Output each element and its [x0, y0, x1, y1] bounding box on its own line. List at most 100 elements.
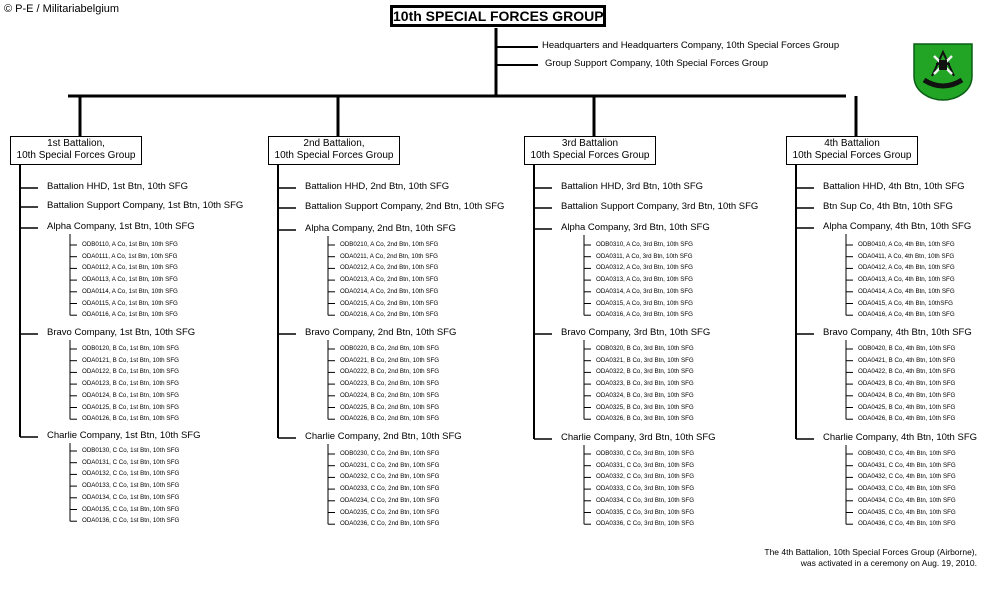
oda-item: ODA0326, B Co, 3rd Btn, 10th SFG [596, 415, 694, 423]
battalion-unit-label: Battalion Support Company, 2nd Btn, 10th… [305, 201, 505, 212]
battalion-unit-label: Battalion Support Company, 3rd Btn, 10th… [561, 201, 759, 212]
battalion-unit-label: Battalion HHD, 1st Btn, 10th SFG [47, 181, 188, 192]
oda-item: ODA0412, A Co, 4th Btn, 10th SFG [858, 264, 955, 272]
oda-item: ODA0121, B Co, 1st Btn, 10th SFG [82, 356, 179, 364]
oda-item: ODA0225, B Co, 2nd Btn, 10th SFG [340, 403, 440, 411]
oda-item: ODB0330, C Co, 3rd Btn, 10th SFG [596, 450, 695, 457]
oda-item: ODB0320, B Co, 3rd Btn, 10th SFG [596, 345, 694, 352]
oda-item: ODA0112, A Co, 1st Btn, 10th SFG [82, 264, 178, 272]
oda-item: ODA0233, C Co, 2nd Btn, 10th SFG [340, 485, 440, 493]
oda-item: ODB0130, C Co, 1st Btn, 10th SFG [82, 447, 180, 454]
special-forces-flash-icon [913, 43, 973, 101]
oda-item: ODA0431, C Co, 4th Btn, 10th SFG [858, 461, 956, 469]
oda-item: ODA0433, C Co, 4th Btn, 10th SFG [858, 485, 956, 493]
oda-item: ODA0434, C Co, 4th Btn, 10th SFG [858, 496, 956, 504]
oda-item: ODA0311, A Co, 3rd Btn, 10th SFG [596, 252, 693, 260]
oda-item: ODA0116, A Co, 1st Btn, 10th SFG [82, 311, 178, 319]
company-label: Bravo Company, 2nd Btn, 10th SFG [305, 327, 457, 338]
oda-item: ODA0324, B Co, 3rd Btn, 10th SFG [596, 391, 694, 399]
oda-item: ODA0321, B Co, 3rd Btn, 10th SFG [596, 356, 694, 364]
oda-item: ODA0214, A Co, 2nd Btn, 10th SFG [340, 287, 439, 295]
oda-item: ODA0423, B Co, 4th Btn, 10th SFG [858, 380, 956, 388]
oda-item: ODA0421, B Co, 4th Btn, 10th SFG [858, 356, 956, 364]
company-label: Alpha Company, 4th Btn, 10th SFG [823, 221, 972, 232]
oda-item: ODB0120, B Co, 1st Btn, 10th SFG [82, 345, 179, 352]
company-label: Bravo Company, 4th Btn, 10th SFG [823, 327, 972, 338]
group-title-box: 10th SPECIAL FORCES GROUP [390, 5, 606, 27]
oda-item: ODA0424, B Co, 4th Btn, 10th SFG [858, 391, 956, 399]
oda-item: ODA0236, C Co, 2nd Btn, 10th SFG [340, 520, 440, 528]
battalion-title-line-1: 4th Battalion [824, 138, 880, 149]
battalion-title-line-2: 10th Special Forces Group [530, 150, 650, 161]
oda-item: ODA0315, A Co, 3rd Btn, 10th SFG [596, 299, 693, 307]
oda-item: ODA0436, C Co, 4th Btn, 10th SFG [858, 520, 956, 528]
oda-item: ODB0220, B Co, 2nd Btn, 10th SFG [340, 345, 440, 352]
oda-item: ODA0422, B Co, 4th Btn, 10th SFG [858, 368, 956, 376]
oda-item: ODA0335, C Co, 3rd Btn, 10th SFG [596, 508, 695, 516]
oda-item: ODA0331, C Co, 3rd Btn, 10th SFG [596, 461, 695, 469]
oda-item: ODA0232, C Co, 2nd Btn, 10th SFG [340, 473, 440, 481]
oda-item: ODA0235, C Co, 2nd Btn, 10th SFG [340, 508, 440, 516]
company-label: Bravo Company, 1st Btn, 10th SFG [47, 327, 196, 338]
copyright-text: © P-E / Militariabelgium [4, 3, 120, 15]
oda-item: ODA0413, A Co, 4th Btn, 10th SFG [858, 276, 955, 284]
company-label: Charlie Company, 3rd Btn, 10th SFG [561, 432, 716, 443]
oda-item: ODA0234, C Co, 2nd Btn, 10th SFG [340, 496, 440, 504]
note-line-1: The 4th Battalion, 10th Special Forces G… [764, 547, 977, 557]
oda-item: ODA0313, A Co, 3rd Btn, 10th SFG [596, 276, 693, 284]
oda-item: ODA0222, B Co, 2nd Btn, 10th SFG [340, 368, 440, 376]
oda-item: ODA0216, A Co, 2nd Btn, 10th SFG [340, 311, 439, 319]
group-support-label: Group Support Company, 10th Special Forc… [545, 58, 769, 69]
battalion-title-line-2: 10th Special Forces Group [792, 150, 912, 161]
oda-item: ODA0332, C Co, 3rd Btn, 10th SFG [596, 473, 695, 481]
battalion-title-line-1: 1st Battalion, [47, 138, 105, 149]
oda-item: ODA0221, B Co, 2nd Btn, 10th SFG [340, 356, 440, 364]
battalion-unit-label: Battalion Support Company, 1st Btn, 10th… [47, 200, 244, 211]
battalion-unit-label: Btn Sup Co, 4th Btn, 10th SFG [823, 201, 953, 212]
oda-item: ODA0316, A Co, 3rd Btn, 10th SFG [596, 311, 693, 319]
oda-item: ODA0215, A Co, 2nd Btn, 10th SFG [340, 299, 439, 307]
oda-item: ODA0131, C Co, 1st Btn, 10th SFG [82, 458, 180, 466]
hhc-label: Headquarters and Headquarters Company, 1… [542, 40, 840, 51]
oda-item: ODB0430, C Co, 4th Btn, 10th SFG [858, 450, 956, 457]
company-label: Charlie Company, 2nd Btn, 10th SFG [305, 431, 462, 442]
oda-item: ODA0323, B Co, 3rd Btn, 10th SFG [596, 380, 694, 388]
oda-item: ODA0134, C Co, 1st Btn, 10th SFG [82, 493, 180, 501]
oda-item: ODA0136, C Co, 1st Btn, 10th SFG [82, 517, 180, 525]
oda-item: ODA0212, A Co, 2nd Btn, 10th SFG [340, 264, 439, 272]
oda-item: ODA0415, A Co, 4th Btn, 10thSFG [858, 299, 953, 307]
oda-item: ODA0314, A Co, 3rd Btn, 10th SFG [596, 287, 693, 295]
oda-item: ODA0213, A Co, 2nd Btn, 10th SFG [340, 276, 439, 284]
oda-item: ODA0425, B Co, 4th Btn, 10th SFG [858, 403, 956, 411]
oda-item: ODA0123, B Co, 1st Btn, 10th SFG [82, 380, 179, 388]
battalion-title-line-2: 10th Special Forces Group [274, 150, 394, 161]
battalion-title-line-2: 10th Special Forces Group [16, 150, 136, 161]
battalion-unit-label: Battalion HHD, 2nd Btn, 10th SFG [305, 181, 450, 192]
oda-item: ODA0333, C Co, 3rd Btn, 10th SFG [596, 485, 695, 493]
battalion-title-line-1: 3rd Battalion [561, 138, 619, 149]
oda-item: ODA0231, C Co, 2nd Btn, 10th SFG [340, 461, 440, 469]
note-line-2: was activated in a ceremony on Aug. 19, … [800, 558, 977, 568]
oda-item: ODA0334, C Co, 3rd Btn, 10th SFG [596, 496, 695, 504]
oda-item: ODA0416, A Co, 4th Btn, 10th SFG [858, 311, 955, 319]
oda-item: ODA0126, B Co, 1st Btn, 10th SFG [82, 415, 179, 423]
oda-item: ODA0336, C Co, 3rd Btn, 10th SFG [596, 520, 695, 528]
company-label: Bravo Company, 3rd Btn, 10th SFG [561, 327, 711, 338]
activation-note: The 4th Battalion, 10th Special Forces G… [764, 547, 977, 569]
oda-item: ODA0125, B Co, 1st Btn, 10th SFG [82, 403, 179, 411]
oda-item: ODA0224, B Co, 2nd Btn, 10th SFG [340, 391, 440, 399]
oda-item: ODA0115, A Co, 1st Btn, 10th SFG [82, 299, 178, 307]
battalion-title-line-1: 2nd Battalion, [303, 138, 365, 149]
oda-item: ODA0414, A Co, 4th Btn, 10th SFG [858, 287, 955, 295]
oda-item: ODB0310, A Co, 3rd Btn, 10th SFG [596, 241, 693, 248]
battalion-unit-label: Battalion HHD, 4th Btn, 10th SFG [823, 181, 965, 192]
oda-item: ODA0113, A Co, 1st Btn, 10th SFG [82, 276, 178, 284]
oda-item: ODA0322, B Co, 3rd Btn, 10th SFG [596, 368, 694, 376]
battalion-box: 1st Battalion,10th Special Forces Group [10, 136, 142, 165]
oda-item: ODB0210, A Co, 2nd Btn, 10th SFG [340, 241, 439, 248]
oda-item: ODA0122, B Co, 1st Btn, 10th SFG [82, 368, 179, 376]
oda-item: ODB0110, A Co, 1st Btn, 10th SFG [82, 241, 178, 248]
oda-item: ODB0230, C Co, 2nd Btn, 10th SFG [340, 450, 440, 457]
